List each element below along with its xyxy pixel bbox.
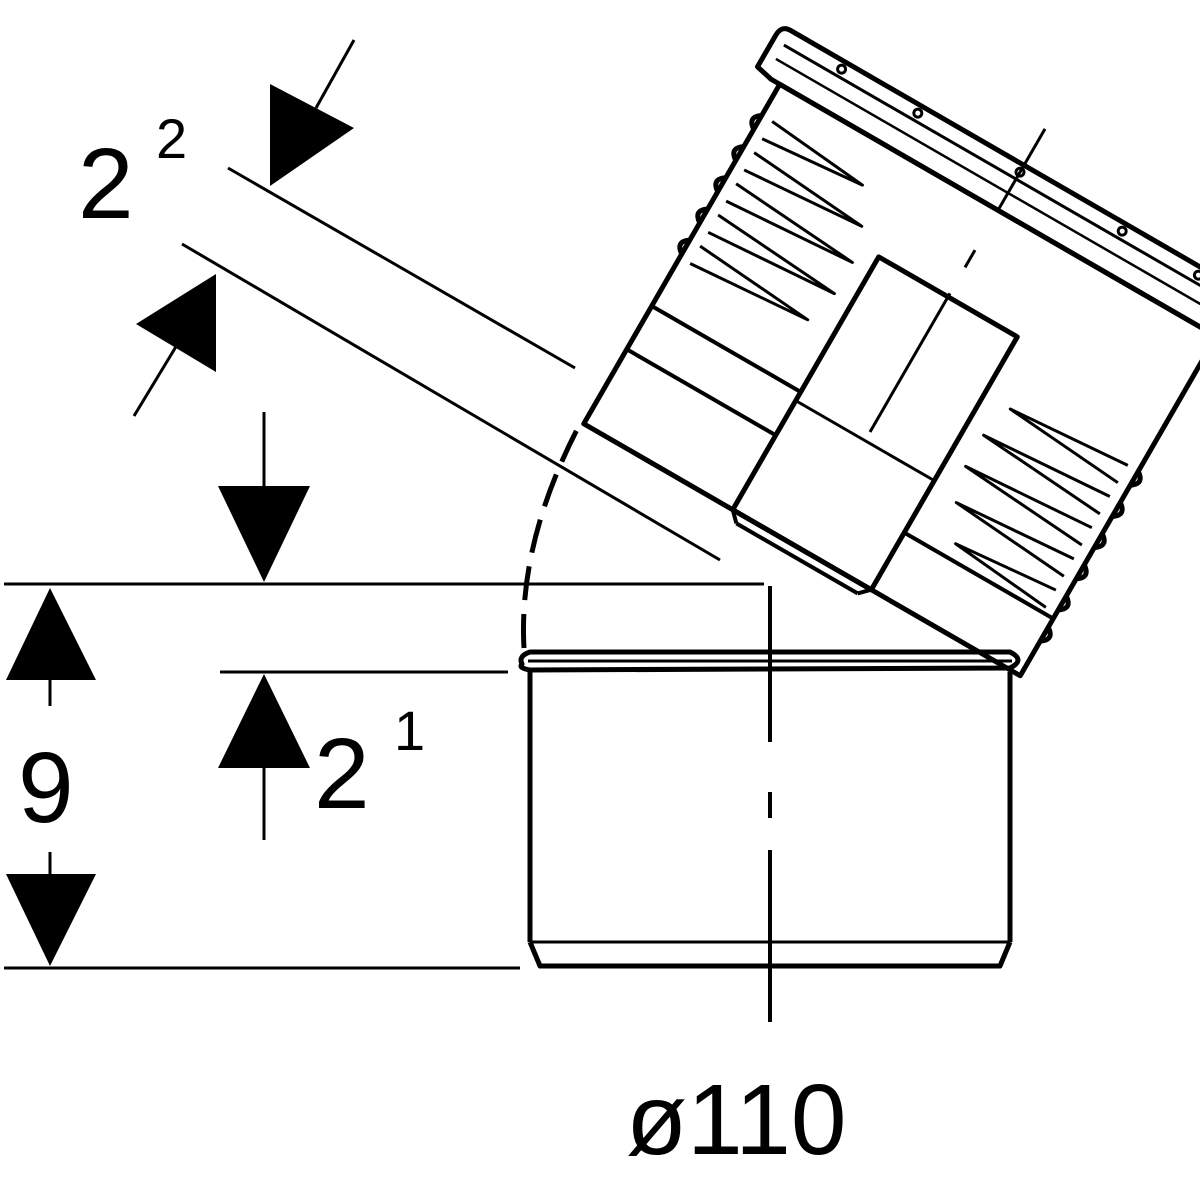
- arrow-up-21: [218, 674, 310, 768]
- label-2-squared: 2 2: [78, 107, 187, 240]
- angled-sleeve: [581, 26, 1200, 679]
- label-height-9: 9: [18, 732, 74, 844]
- arrow-22-lower: [136, 274, 216, 372]
- arrow-22-upper: [270, 84, 354, 186]
- label-2-one: 2 1: [314, 699, 425, 830]
- label-22-base: 2: [78, 128, 134, 240]
- thread-lines-right: [954, 407, 1129, 609]
- arrow-down-top: [218, 486, 310, 582]
- hidden-arc: [521, 418, 585, 649]
- dimension-lines: [4, 39, 764, 970]
- cap-flange: [755, 26, 1200, 350]
- label-21-base: 2: [314, 718, 370, 830]
- arrow-up-9: [6, 588, 96, 680]
- thread-ridges-right: [1039, 470, 1143, 644]
- thread-lines-left: [689, 120, 864, 322]
- arrow-heads: [6, 84, 354, 966]
- arrow-down-9: [6, 874, 96, 966]
- coupling-ring: [730, 254, 1020, 593]
- thread-ridges-left: [677, 112, 763, 256]
- label-diameter: ø110: [626, 1064, 847, 1176]
- label-21-sup: 1: [394, 699, 425, 762]
- label-22-sup: 2: [156, 107, 187, 170]
